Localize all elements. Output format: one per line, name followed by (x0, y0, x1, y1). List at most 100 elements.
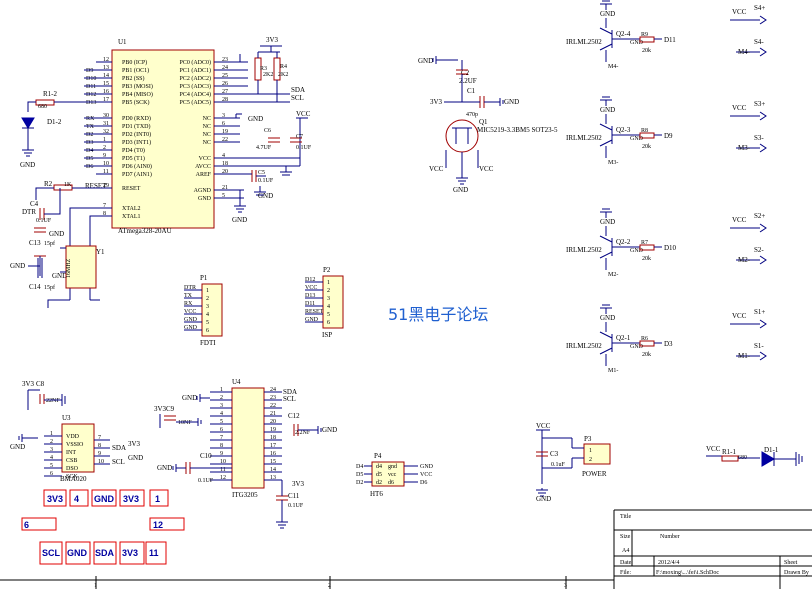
tag-3v3-b[interactable]: 3V3 (119, 489, 145, 507)
tag-4[interactable]: 4 (69, 489, 89, 507)
u4-gyroscope[interactable]: U4 1234567891011122423222120191817161514… (154, 378, 337, 529)
c10-value: 0.1UF (198, 478, 214, 484)
svg-text:SDA: SDA (95, 548, 115, 558)
tag-scl[interactable]: SCL (39, 541, 63, 565)
u1-left-pin-number: 7 (103, 203, 106, 209)
u1-right-pin-label: NC (203, 116, 211, 122)
u1-left-pin-label: PB5 (SCK) (122, 99, 150, 106)
tag-gnd-a[interactable]: GND (91, 489, 117, 507)
connector-p3-power[interactable]: VCC C3 0.1uF GND P3 1 2 POWER (536, 422, 611, 503)
u1-left-pin-label: RESET (122, 186, 141, 192)
p2-body (322, 275, 344, 329)
c3-value: 0.1uF (551, 462, 566, 468)
vcc-u1: VCC (296, 110, 311, 118)
c13-label: C13 (29, 239, 41, 247)
mosfet-g1-label: GND (630, 136, 644, 142)
u1-left-pin-number: 32 (103, 129, 109, 135)
tag-1[interactable]: 1 (149, 489, 169, 507)
p2-pin-number: 3 (327, 296, 330, 302)
u3-3v3: 3V3 (22, 380, 35, 388)
mosfet-resistor-value: 20k (642, 144, 651, 150)
p4-pin-left: d5 (376, 472, 382, 478)
u1-right-pin-label: AREF (196, 172, 212, 178)
u3-pin-label: VSSIO (66, 442, 84, 448)
u1-left-net-label: D13 (86, 100, 96, 106)
tag-3v3-c[interactable]: 3V3 (119, 541, 145, 565)
r4-value: 2K2 (278, 72, 288, 78)
tag-3v3-a[interactable]: 3V3 (43, 489, 67, 507)
svg-text:4: 4 (74, 494, 79, 504)
mosfet-top-gnd: GND (600, 218, 615, 226)
c9-label: C9 (166, 405, 175, 413)
mosfet-s-plus-wire (730, 319, 767, 329)
p1-ref: P1 (200, 274, 208, 282)
r1-2-label: R1-2 (43, 90, 58, 98)
p3-name: POWER (582, 470, 607, 478)
watermark-text: 51黑电子论坛 (388, 305, 488, 324)
tag-12[interactable]: 12 (149, 517, 185, 531)
net-3v3-pullup: 3V3 (266, 36, 279, 44)
mosfet-s-minus-wire (736, 47, 767, 57)
u3-pin-label: SCK (66, 474, 78, 480)
u4-left-pin-number: 7 (220, 435, 223, 441)
mosfet-s-minus-wire (736, 143, 767, 153)
u1-left-pin-number: 1 (103, 137, 106, 143)
u1-left-pin-number: 2 (103, 145, 106, 151)
gnd-c14: GND (52, 272, 67, 280)
p1-net-label: DTR (184, 285, 196, 291)
tag-gnd-b[interactable]: GND (65, 541, 91, 565)
p2-pin-number: 6 (327, 320, 330, 326)
mosfet-drain-net: M4- (608, 64, 618, 70)
p1-net-label: TX (184, 293, 193, 299)
p1-pin-number: 3 (206, 304, 209, 310)
p2-pin-number: 2 (327, 288, 330, 294)
c14-value: 15pf (44, 284, 55, 291)
r3-label: R3 (260, 66, 267, 72)
gnd-d1-2: GND (20, 161, 35, 169)
mosfet-gate-net: D3 (664, 340, 673, 348)
u3-pin-label: DSO (66, 466, 79, 472)
y1-value: 16MHZ (66, 258, 72, 278)
mosfet-g1-label: GND (630, 344, 644, 350)
u3-pin-label: INT (66, 450, 76, 456)
mosfet-s-plus: S1+ (754, 308, 765, 316)
u1-left-net-label: D10 (86, 76, 96, 82)
p2-net-label: VCC (305, 285, 317, 291)
u1-left-pin-number: 12 (103, 57, 109, 63)
u4-gnd-top: GND (182, 394, 197, 402)
mosfet-s-minus: S4- (754, 38, 764, 46)
tag-11[interactable]: 11 (145, 541, 167, 565)
u1-left-pin-number: 9 (103, 153, 106, 159)
u1-body (111, 49, 215, 229)
svg-text:1: 1 (155, 494, 160, 504)
u1-left-pin-label: PB4 (MISO) (122, 91, 153, 98)
c5-label: C5 (258, 170, 265, 176)
u1-left-pin-label: PB0 (ICP) (122, 59, 147, 66)
tb-title: Title (620, 514, 631, 520)
tag-6[interactable]: 6 (21, 517, 57, 531)
u1-right-pin-label: AVCC (195, 164, 211, 170)
u4-right-pin-number: 18 (270, 435, 276, 441)
u1-right-pin-number: 25 (222, 73, 228, 79)
net-scl: SCL (291, 94, 304, 102)
mosfet-symbol (599, 123, 613, 147)
u1-right-pin-label: PC4 (ADC4) (179, 91, 211, 98)
u1-left-pin-label: PB2 (SS) (122, 75, 145, 82)
mosfet-wires (605, 114, 640, 158)
u4-ref: U4 (232, 378, 241, 386)
net-sda: SDA (291, 86, 305, 94)
p1-name: FDTI (200, 339, 216, 347)
c1-value: 470p (466, 112, 478, 118)
ruler: 1 2 3 (0, 576, 614, 589)
tag-sda[interactable]: SDA (93, 541, 117, 565)
u1-right-pin-label: PC1 (ADC1) (179, 67, 211, 74)
r2-label: R2 (44, 180, 53, 188)
u4-left-pin-number: 12 (220, 475, 226, 481)
u1-left-pin-label: XTAL2 (122, 206, 141, 212)
